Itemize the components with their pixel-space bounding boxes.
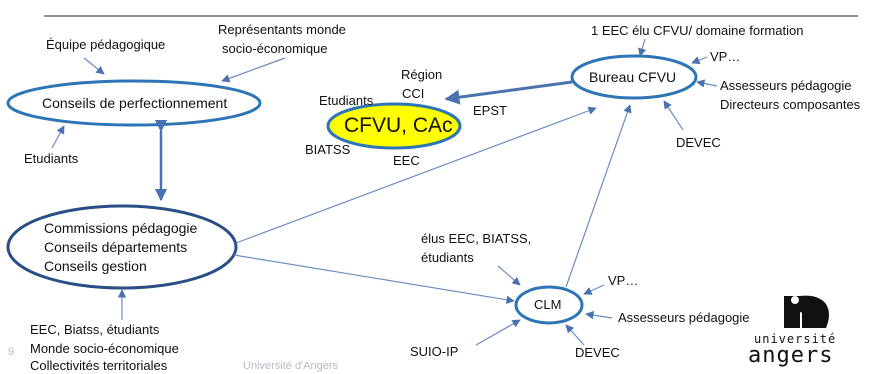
arrow-representants [221, 57, 286, 83]
arrow-bureau-assesseurs [696, 79, 718, 88]
arrow-clm-devec [565, 324, 585, 346]
commissions-line-2: Conseils départements [44, 239, 188, 255]
etudiants-cfvu-label: Etudiants [319, 93, 374, 108]
bureau-vp-label: VP… [710, 49, 741, 64]
arrow-clm-suio [475, 319, 521, 346]
commissions-line-3: Conseils gestion [44, 258, 147, 274]
arrow-equipe [83, 57, 105, 75]
representants-label-2: socio-économique [222, 41, 328, 56]
arrow-etudiants-left [51, 125, 65, 149]
clm-suio-label: SUIO-IP [410, 344, 459, 359]
bottom-label-3: Collectivités territoriales [30, 358, 168, 373]
arrow-bureau-top [638, 38, 647, 57]
clm-ellipse [514, 285, 584, 325]
arrow-bureau-vp [691, 56, 708, 65]
cfvu-cac-ellipse [326, 102, 462, 150]
bureau-assesseurs-label: Assesseurs pédagogie [720, 78, 852, 93]
commissions-ellipse [6, 204, 238, 290]
clm-elus-label-2: étudiants [421, 250, 474, 265]
arrow-bureau-devec [663, 100, 684, 131]
region-label: Région [401, 67, 443, 82]
bureau-top-label: 1 EEC élu CFVU/ domaine formation [591, 23, 804, 38]
arrow-clm-vp [583, 284, 605, 295]
clm-assesseurs-label: Assesseurs pédagogie [618, 310, 750, 325]
logo-word-angers: angers [748, 343, 834, 368]
universite-angers-logo-mark [784, 295, 829, 328]
page-number: 9 [8, 346, 15, 358]
representants-label-1: Représentants monde [218, 22, 346, 37]
bottom-label-2: Monde socio-économique [30, 341, 179, 356]
bureau-cfvu-label: Bureau CFVU [589, 69, 677, 85]
etudiants-left-label: Etudiants [24, 151, 79, 166]
bureau-directeurs-label: Directeurs composantes [720, 97, 861, 112]
footer-institution: Université d'Angers [243, 360, 339, 372]
conseils-perf-label: Conseils de perfectionnement [42, 95, 228, 111]
arrow-bureau-to-cfvu [444, 80, 573, 105]
cci-label: CCI [402, 86, 425, 101]
clm-elus-label-1: élus EEC, BIATSS, [421, 231, 532, 246]
arrow-clm-to-bureau [565, 104, 632, 288]
bureau-cfvu-ellipse [570, 54, 698, 100]
equipe-label: Équipe pédagogique [46, 37, 166, 52]
bureau-devec-label: DEVEC [676, 135, 721, 150]
commissions-line-1: Commissions pédagogie [44, 220, 198, 236]
cfvu-cac-label: CFVU, CAc [344, 114, 453, 137]
conseils-perf-ellipse [6, 79, 262, 127]
clm-label: CLM [534, 297, 562, 312]
arrow-commissions-to-bureau [235, 106, 597, 244]
eec-label: EEC [393, 153, 420, 168]
biatss-label: BIATSS [305, 142, 351, 157]
logo-word-universite: université [754, 332, 837, 346]
bottom-label-1: EEC, Biatss, étudiants [30, 322, 160, 337]
clm-vp-label: VP… [608, 273, 639, 288]
arrow-commissions-to-clm [233, 254, 515, 304]
arrow-clm-elus [497, 265, 521, 286]
epst-label: EPST [473, 103, 507, 118]
arrow-clm-assesseurs [585, 310, 613, 320]
clm-devec-label: DEVEC [575, 345, 620, 360]
